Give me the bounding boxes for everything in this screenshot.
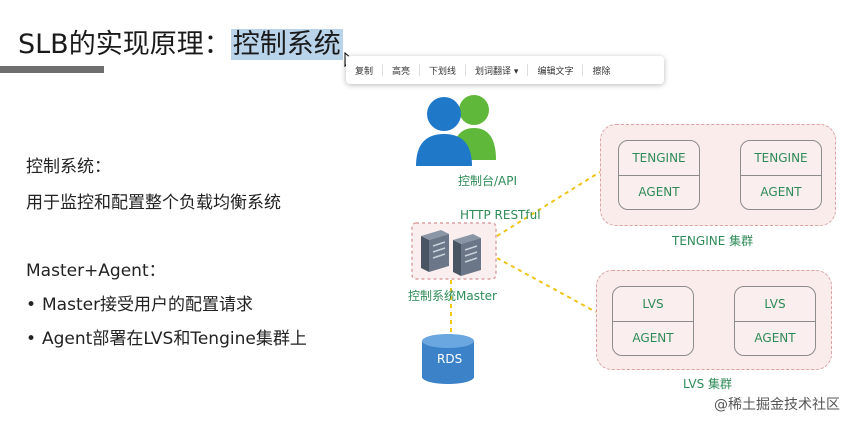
bullet-dot: • — [26, 295, 37, 315]
lvs-node-agent: AGENT — [754, 331, 796, 346]
edit-text-button[interactable]: 编辑文字 — [537, 66, 574, 77]
database-cylinder-icon — [422, 334, 474, 384]
http-restful-label: HTTP RESTful — [460, 208, 541, 222]
lvs-node: LVS AGENT — [612, 286, 694, 356]
users-icon — [416, 95, 496, 166]
tengine-node: TENGINE AGENT — [618, 140, 700, 210]
lvs-node-name: LVS — [613, 287, 693, 322]
bullet-item: •Agent部署在LVS和Tengine集群上 — [26, 324, 307, 349]
tengine-node: TENGINE AGENT — [740, 140, 822, 210]
console-api-label: 控制台/API — [458, 174, 518, 188]
text-context-toolbar: 复制 高亮 下划线 划词翻译 ▾ 编辑文字 擦除 — [346, 56, 664, 84]
tengine-node-agent: AGENT — [638, 185, 680, 200]
tengine-node-name: TENGINE — [619, 141, 699, 176]
lvs-node: LVS AGENT — [734, 286, 816, 356]
bullet-text: Master接受用户的配置请求 — [42, 295, 254, 315]
connector-to-lvs — [496, 257, 597, 313]
toolbar-separator — [582, 64, 584, 76]
bullet-dot: • — [26, 329, 37, 349]
master-label: 控制系统Master — [408, 289, 497, 303]
toolbar-separator — [382, 64, 384, 76]
title-prefix: SLB的实现原理： — [18, 29, 231, 60]
bullet-item: •Master接受用户的配置请求 — [26, 290, 253, 315]
page-title: SLB的实现原理：控制系统 — [18, 22, 343, 61]
control-system-description: 用于监控和配置整个负载均衡系统 — [26, 193, 281, 213]
rds-label: RDS — [437, 352, 463, 366]
lvs-cluster-label: LVS 集群 — [683, 377, 733, 391]
control-system-heading: 控制系统： — [26, 157, 111, 177]
copy-button[interactable]: 复制 — [355, 66, 374, 77]
bullet-text: Agent部署在LVS和Tengine集群上 — [42, 329, 307, 349]
erase-button[interactable]: 擦除 — [592, 66, 611, 77]
toolbar-separator — [465, 64, 467, 76]
tengine-cluster-label: TENGINE 集群 — [672, 234, 754, 248]
title-underline-bar — [0, 66, 104, 73]
title-highlight: 控制系统 — [230, 29, 343, 60]
translate-button[interactable]: 划词翻译 ▾ — [475, 66, 519, 77]
lvs-node-agent: AGENT — [632, 331, 674, 346]
tengine-node-name: TENGINE — [741, 141, 821, 176]
toolbar-separator — [419, 64, 421, 76]
server-rack-icon — [411, 222, 497, 280]
toolbar-separator — [527, 64, 529, 76]
lvs-node-name: LVS — [735, 287, 815, 322]
master-agent-heading: Master+Agent： — [26, 261, 166, 281]
watermark: @稀土掘金技术社区 — [714, 397, 840, 413]
highlight-button[interactable]: 高亮 — [392, 66, 411, 77]
underline-button[interactable]: 下划线 — [429, 66, 457, 77]
tengine-node-agent: AGENT — [760, 185, 802, 200]
